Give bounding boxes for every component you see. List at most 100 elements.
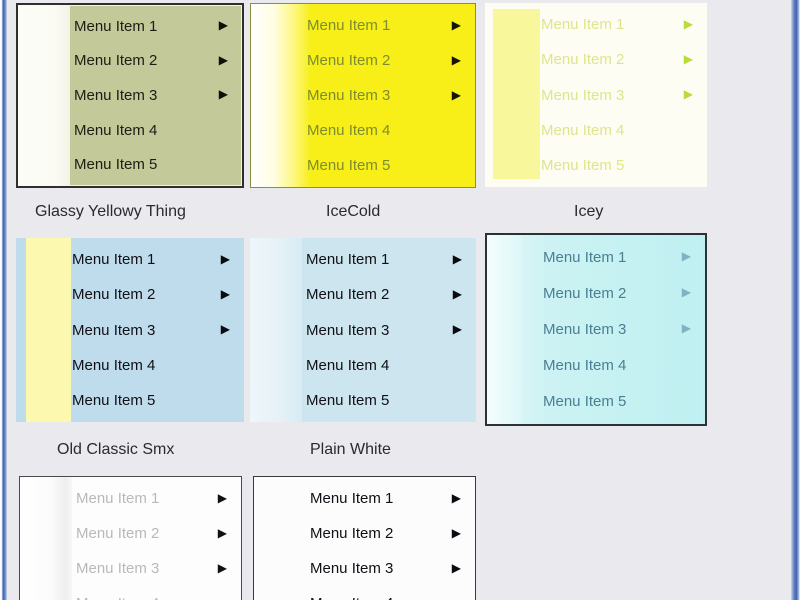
menu-item[interactable]: Menu Item 4 [487,348,705,384]
menu-item[interactable]: Menu Item 4 [16,348,244,383]
menu-preview-cell-pure-white-unnamed: Menu Item 1▶Menu Item 2▶Menu Item 3▶Menu… [253,476,476,600]
submenu-arrow-icon: ▶ [681,321,691,336]
menu-item[interactable]: Menu Item 5 [487,384,705,420]
menu-panel-glassy-yellowy-thing[interactable]: Menu Item 1▶Menu Item 2▶Menu Item 3▶Menu… [16,3,244,188]
menu-item-label: Menu Item 4 [74,121,158,139]
menu-item[interactable]: Menu Item 5 [485,148,707,183]
menu-item-label: Menu Item 2 [541,51,625,69]
menu-item[interactable]: Menu Item 2 ▶ [487,275,705,311]
menu-item[interactable]: Menu Item 2 ▶ [251,43,475,78]
submenu-arrow-icon: ▶ [451,52,461,67]
menu-item[interactable]: Menu Item 2▶ [20,516,241,551]
menu-item[interactable]: Menu Item 1▶ [251,8,475,43]
menu-icon-gutter [26,238,71,422]
menu-preview-cell-glassy-yellowy-thing: Menu Item 1▶Menu Item 2▶Menu Item 3▶Menu… [16,3,244,188]
submenu-arrow-icon: ▶ [451,87,461,102]
menu-item[interactable]: Menu Item 2 ▶ [18,44,242,79]
menu-item-label: Menu Item 3 [306,321,390,339]
menu-panel-aqua-unnamed[interactable]: Menu Item 1▶Menu Item 2▶Menu Item 3▶Menu… [485,233,707,426]
menu-panel-caption-plain-white: Plain White [310,441,391,458]
menu-item-label: Menu Item 4 [310,595,393,600]
menu-preview-cell-aqua-unnamed: Menu Item 1▶Menu Item 2▶Menu Item 3▶Menu… [485,233,707,426]
menu-panel-grey-white-unnamed[interactable]: Menu Item 1▶Menu Item 2▶Menu Item 3▶ Menu… [19,476,242,600]
menu-item[interactable]: Menu Item 5 [16,383,244,418]
menu-item[interactable]: Menu Item 1 ▶ [254,481,475,516]
menu-icon-gutter [493,9,540,179]
menu-item-label: Menu Item 1 [310,490,394,507]
menu-item[interactable]: Menu Item 4 [250,348,476,383]
menu-item-label: Menu Item 4 [72,356,156,374]
menu-item-label: Menu Item 3 [74,86,158,104]
menu-item[interactable]: Menu Item 1▶ [18,9,242,44]
menu-item-label: Menu Item 1 [76,490,160,507]
submenu-arrow-icon: ▶ [683,87,693,101]
menu-preview-cell-old-classic-smx: Menu Item 1 ▶ Menu Item 2▶Menu Item 3▶ Menu… [16,238,244,422]
menu-item-label: Menu Item 5 [72,391,156,409]
menu-panel-icey[interactable]: Menu Item 1▶Menu Item 2▶Menu Item 3▶Menu… [485,3,707,187]
menu-item-list: Menu Item 1▶Menu Item 2▶Menu Item 3▶Menu… [251,4,475,187]
menu-item-label: Menu Item 1 [72,251,156,269]
menu-item[interactable]: Menu Item 1▶ [250,242,476,277]
menu-icon-gutter [251,4,311,187]
menu-item-list: Menu Item 1▶Menu Item 2▶Menu Item 3▶Menu… [487,235,705,424]
menu-item[interactable]: Menu Item 1 ▶ [16,242,244,277]
submenu-arrow-icon: ▶ [220,251,230,266]
menu-item[interactable]: Menu Item 4 [251,113,475,148]
menu-item-list: Menu Item 1▶Menu Item 2▶Menu Item 3▶Menu… [254,477,475,600]
menu-item-label: Menu Item 2 [543,284,627,302]
menu-panel-icecold[interactable]: Menu Item 1▶Menu Item 2▶Menu Item 3▶Menu… [250,3,476,188]
menu-item-list: Menu Item 1▶Menu Item 2▶Menu Item 3▶Menu… [250,238,476,422]
menu-item-label: Menu Item 5 [543,393,627,411]
menu-item[interactable]: Menu Item 1▶ [487,239,705,275]
submenu-arrow-icon: ▶ [451,490,461,505]
menu-item[interactable]: Menu Item 1▶ [20,481,241,516]
menu-item[interactable]: Menu Item 4 [485,113,707,148]
menu-item-label: Menu Item 5 [307,157,391,174]
menu-item-label: Menu Item 1 [306,251,390,269]
menu-item-label: Menu Item 4 [307,122,391,139]
menu-item-label: Menu Item 3 [543,320,627,338]
menu-panel-old-classic-smx[interactable]: Menu Item 1 ▶ Menu Item 2▶Menu Item 3▶ Menu… [16,238,244,422]
submenu-arrow-icon: ▶ [218,87,228,102]
menu-preview-cell-grey-white-unnamed: Menu Item 1▶Menu Item 2▶Menu Item 3▶ Menu… [19,476,242,600]
menu-panel-pure-white-unnamed[interactable]: Menu Item 1▶Menu Item 2▶Menu Item 3▶Menu… [253,476,476,600]
menu-item[interactable]: Menu Item 2▶ [254,516,475,551]
menu-item[interactable]: Menu Item 3▶ [20,551,241,586]
window-frame-right-edge [791,0,800,600]
menu-item-label: Menu Item 2 [310,525,394,542]
menu-panel-caption-old-classic-smx: Old Classic Smx [57,441,175,458]
menu-item-label: Menu Item 4 [76,595,159,600]
submenu-arrow-icon: ▶ [451,560,461,575]
menu-item[interactable]: Menu Item 1▶ [485,7,707,42]
menu-item[interactable]: Menu Item 3▶ [485,77,707,112]
menu-item-label: Menu Item 5 [74,156,158,174]
menu-item[interactable]: Menu Item 4 [254,586,475,600]
menu-item[interactable]: Menu Item 4 [18,113,242,148]
menu-item[interactable]: Menu Item 4 [20,586,241,600]
menu-item-label: Menu Item 2 [307,52,391,69]
menu-item[interactable]: Menu Item 5 [18,147,242,182]
submenu-arrow-icon: ▶ [681,285,691,300]
menu-item[interactable]: Menu Item 3 ▶ [18,78,242,113]
menu-item[interactable]: Menu Item 3▶ [254,551,475,586]
menu-item-label: Menu Item 2 [306,286,390,304]
menu-item[interactable]: Menu Item 3 ▶ [250,312,476,347]
menu-panel-plain-white[interactable]: Menu Item 1▶Menu Item 2▶Menu Item 3▶Menu… [250,238,476,422]
menu-item-label: Menu Item 2 [74,52,158,70]
menu-preview-cell-icey: Menu Item 1▶Menu Item 2▶Menu Item 3▶Menu… [485,3,707,187]
menu-item[interactable]: Menu Item 5 [250,383,476,418]
menu-item[interactable]: Menu Item 2▶ [250,277,476,312]
menu-panel-caption-icey: Icey [574,203,604,220]
menu-item[interactable]: Menu Item 2 ▶ [485,42,707,77]
menu-item[interactable]: Menu Item 3▶ [251,78,475,113]
submenu-arrow-icon: ▶ [683,51,693,66]
menu-item[interactable]: Menu Item 3▶ [16,312,244,347]
menu-item[interactable]: Menu Item 3 ▶ [487,311,705,347]
submenu-arrow-icon: ▶ [218,52,228,67]
submenu-arrow-icon: ▶ [452,322,462,336]
menu-item-label: Menu Item 4 [306,356,390,374]
menu-item[interactable]: Menu Item 5 [251,148,475,183]
menu-item-label: Menu Item 1 [541,16,625,34]
menu-item[interactable]: Menu Item 2▶ [16,277,244,312]
